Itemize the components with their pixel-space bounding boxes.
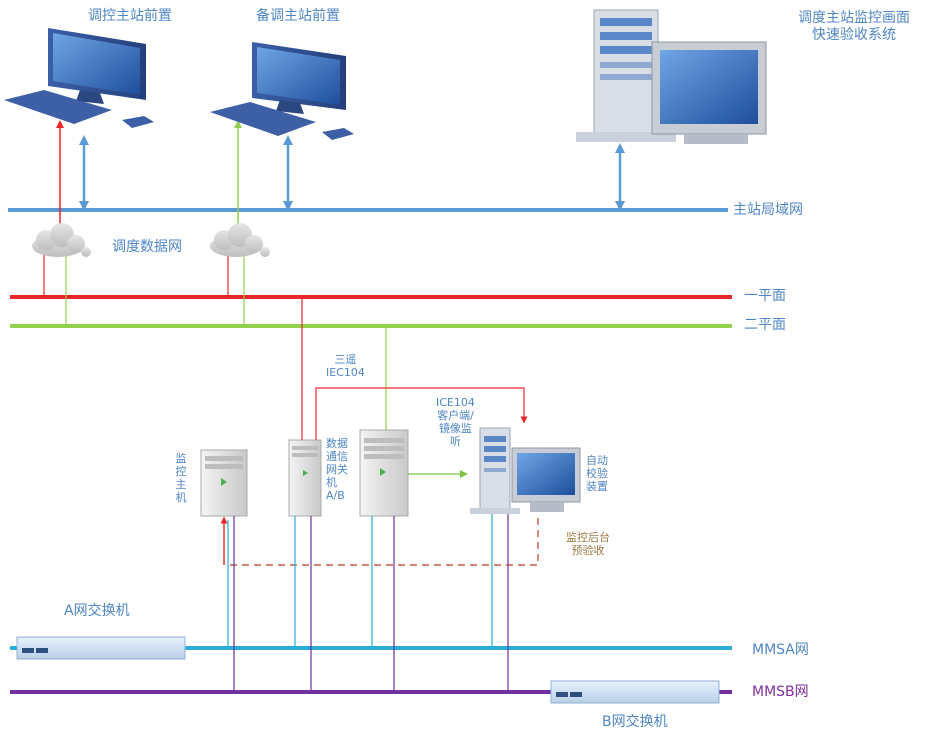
plane-1-label: 一平面 <box>744 288 786 304</box>
acceptance-system-label: 调度主站监控画面 快速验收系统 <box>798 10 910 43</box>
station-lan-label: 主站局域网 <box>733 202 803 218</box>
auto-checker-workstation-icon <box>470 427 581 514</box>
large-server-icon <box>359 429 409 517</box>
dispatch-net-label: 调度数据网 <box>112 239 182 255</box>
gateway-server-icon <box>288 439 322 517</box>
dispatch-cloud-2 <box>210 223 270 257</box>
dispatch-cloud-1 <box>32 223 91 257</box>
switch-a-icon <box>16 636 186 660</box>
pre-acceptance-label: 监控后台 预验收 <box>566 531 610 557</box>
acceptance-workstation-icon <box>576 9 767 144</box>
backup-front-label: 备调主站前置 <box>256 8 340 24</box>
iec104-telecontrol-link <box>315 387 528 440</box>
control-front-label: 调控主站前置 <box>88 8 172 24</box>
mmsb-label: MMSB网 <box>752 684 809 700</box>
pre-acceptance-link <box>230 518 539 566</box>
backup-front-computer-icon <box>210 42 354 140</box>
mmsa-label: MMSA网 <box>752 642 809 658</box>
monitor-host-server-icon <box>200 449 248 517</box>
plane-2-label: 二平面 <box>744 317 786 333</box>
switch-b-label: B网交换机 <box>602 714 668 730</box>
switch-a-label: A网交换机 <box>64 603 130 619</box>
telecontrol-label: 三遥 IEC104 <box>326 353 365 379</box>
client-mirror-label: ICE104 客户端/ 镜像监 听 <box>436 396 475 448</box>
gateway-label: 数据 通信 网关 机 A/B <box>326 437 348 502</box>
auto-checker-label: 自动 校验 装置 <box>586 454 608 493</box>
monitor-host-label: 监控主机 <box>175 452 187 504</box>
control-front-computer-icon <box>4 28 154 128</box>
switch-b-icon <box>550 680 720 704</box>
